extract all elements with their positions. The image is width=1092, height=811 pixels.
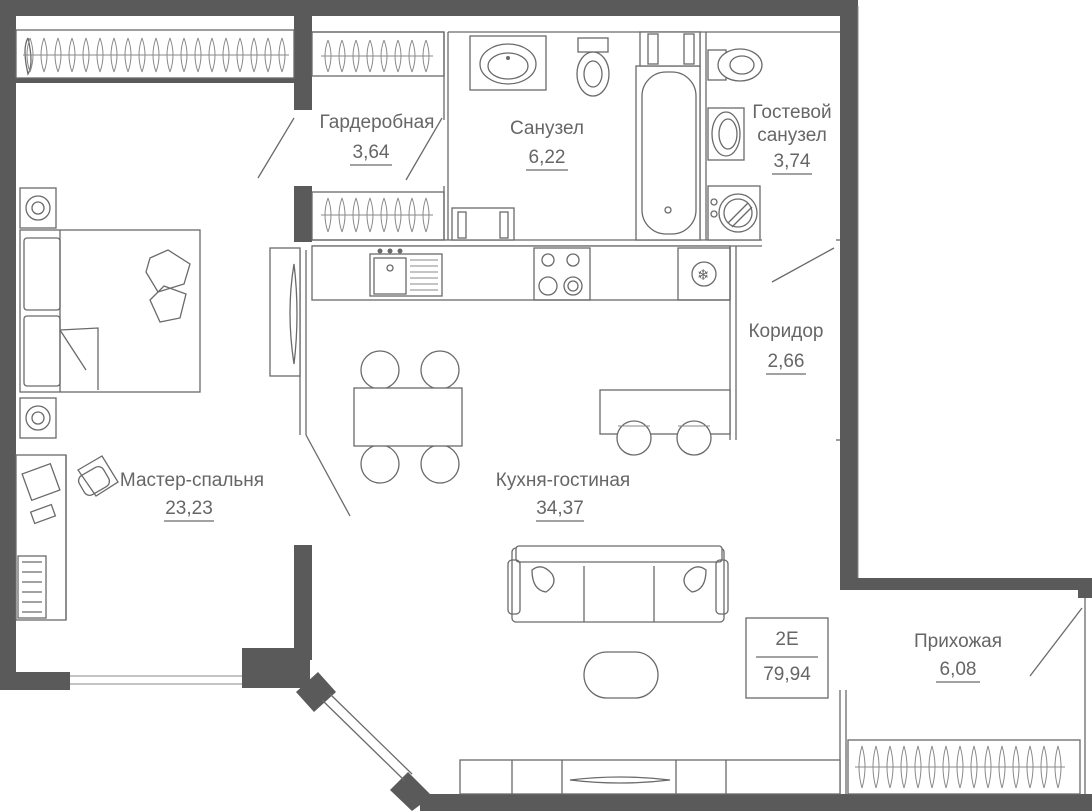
label-corridor: Коридор 2,66 — [748, 321, 824, 375]
label-bathroom: Санузел 6,22 — [510, 118, 584, 171]
bathroom-washer — [451, 207, 515, 241]
room-area-guest-bath: 3,74 — [774, 151, 811, 172]
room-name-guest-bath-2: санузел — [757, 125, 827, 146]
windows — [70, 6, 1086, 794]
room-name-kitchen-living: Кухня-гостиная — [496, 470, 630, 491]
room-name-corridor: Коридор — [748, 321, 823, 342]
door-swings — [257, 117, 1083, 677]
wardrobe-dressing-top — [311, 31, 445, 77]
room-name-hallway: Прихожая — [914, 631, 1002, 652]
room-area-hallway: 6,08 — [940, 659, 977, 680]
label-wardrobe: Гардеробная 3,64 — [320, 112, 435, 166]
dining-table — [353, 350, 463, 484]
room-name-guest-bath-1: Гостевой — [752, 102, 831, 123]
label-kitchen-living: Кухня-гостиная 34,37 — [496, 470, 630, 522]
room-area-corridor: 2,66 — [768, 351, 805, 372]
tv-stand — [459, 759, 841, 795]
bar-counter — [599, 389, 731, 456]
label-master-bedroom: Мастер-спальня 23,23 — [120, 470, 264, 522]
bathroom-toilet — [576, 37, 610, 97]
room-area-master-bedroom: 23,23 — [165, 498, 213, 519]
room-area-bathroom: 6,22 — [529, 147, 566, 168]
guest-toilet — [707, 48, 763, 82]
snowflake-icon: ❄ — [697, 267, 710, 284]
bedroom-tv-panel — [269, 247, 301, 377]
guest-washing-machine — [707, 185, 761, 241]
sofa — [507, 545, 729, 623]
unit-badge: 2E 79,94 — [745, 617, 829, 699]
unit-total-area: 79,94 — [763, 664, 811, 685]
wardrobe-master-top — [15, 29, 295, 79]
label-hallway: Прихожая 6,08 — [914, 631, 1002, 683]
room-name-wardrobe: Гардеробная — [320, 112, 435, 133]
wardrobe-dressing-bottom — [311, 191, 445, 241]
guest-sink — [707, 107, 745, 161]
label-guest-bath: Гостевой санузел 3,74 — [752, 102, 832, 175]
bed — [19, 229, 201, 393]
unit-type: 2E — [775, 629, 798, 650]
wardrobe-hallway — [847, 739, 1081, 795]
room-name-master-bedroom: Мастер-спальня — [120, 470, 264, 491]
hanger-glyphs — [23, 37, 1065, 789]
room-area-kitchen-living: 34,37 — [536, 498, 584, 519]
coffee-table — [583, 651, 659, 699]
room-name-bathroom: Санузел — [510, 118, 584, 139]
bathroom-sink — [469, 35, 547, 91]
bathroom-window-frame — [639, 31, 701, 67]
kitchen-counter: ❄ — [311, 245, 731, 301]
nightstands — [19, 187, 57, 439]
room-area-wardrobe: 3,64 — [353, 142, 390, 163]
bathtub — [635, 65, 701, 241]
armchair — [77, 455, 119, 497]
desk-items — [17, 462, 61, 619]
